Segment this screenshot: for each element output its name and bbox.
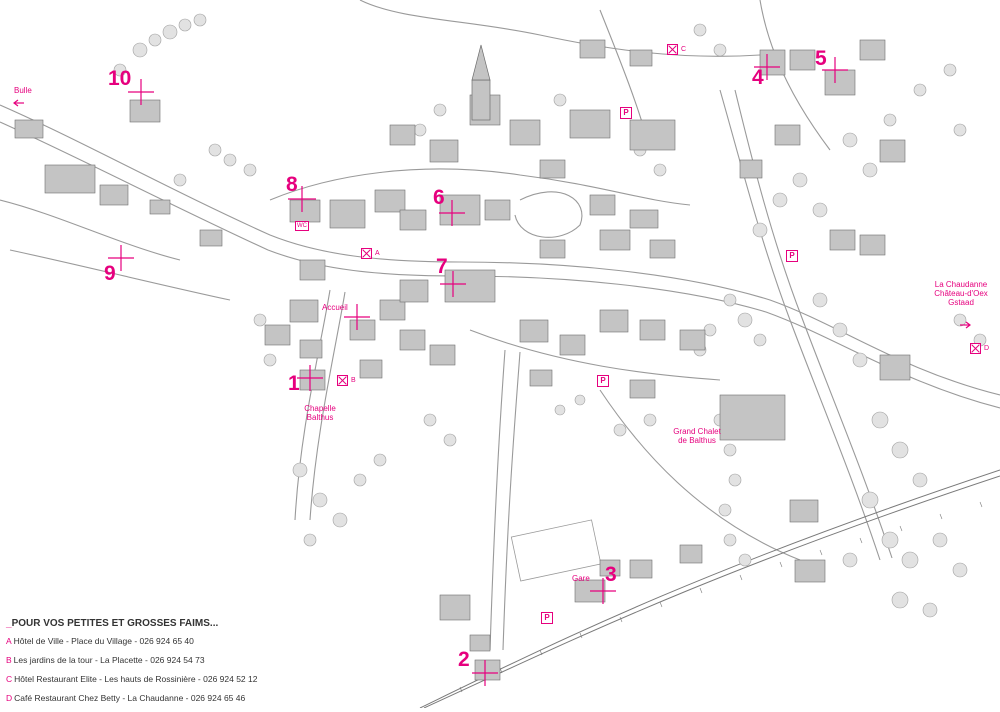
legend-text: Hôtel de Ville - Place du Village - 026 …	[13, 636, 194, 646]
label-la-chaudanne: La Chaudanne Château-d'Oex Gstaad	[926, 280, 996, 308]
restaurant-a-icon[interactable]	[361, 248, 372, 259]
church	[471, 44, 491, 121]
marker-3[interactable]: 3	[605, 563, 617, 586]
label-gare: Gare	[572, 574, 590, 583]
restaurant-d-letter: D	[984, 345, 990, 352]
marker-crosshairs	[13, 54, 971, 686]
marker-2[interactable]: 2	[458, 648, 470, 671]
restaurant-d-icon[interactable]	[970, 343, 981, 354]
label-grand-chalet-line1: Grand Chalet	[673, 427, 721, 436]
marker-1[interactable]: 1	[288, 372, 300, 395]
legend-text: Café Restaurant Chez Betty - La Chaudann…	[14, 693, 246, 703]
label-bulle: Bulle	[14, 86, 32, 95]
wc-sign: WC	[295, 221, 309, 231]
label-grand-chalet: Grand Chalet de Balthus	[666, 427, 728, 445]
marker-7[interactable]: 7	[436, 255, 448, 278]
buildings	[14, 39, 911, 681]
label-chaudanne-line1: La Chaudanne	[934, 280, 988, 289]
parking-sign: P	[786, 250, 798, 262]
legend-text: Les jardins de la tour - La Placette - 0…	[13, 655, 205, 665]
marker-4[interactable]: 4	[752, 66, 764, 89]
legend-text: Hôtel Restaurant Elite - Les hauts de Ro…	[14, 674, 258, 684]
marker-6[interactable]: 6	[433, 186, 445, 209]
label-chapelle-line1: Chapelle	[304, 404, 336, 413]
sports-field	[510, 519, 602, 582]
parking-sign: P	[620, 107, 632, 119]
legend-letter: A	[6, 636, 12, 646]
restaurant-b-icon[interactable]	[337, 375, 348, 386]
railway	[419, 469, 1000, 708]
marker-9[interactable]: 9	[104, 262, 116, 285]
legend-title-text: POUR VOS PETITES ET GROSSES FAIMS...	[11, 618, 219, 629]
legend-title: _POUR VOS PETITES ET GROSSES FAIMS...	[6, 618, 219, 629]
label-chaudanne-line3: Gstaad	[948, 298, 974, 308]
legend-letter: D	[6, 693, 13, 703]
label-chapelle: Chapelle Balthus	[300, 404, 340, 422]
marker-5[interactable]: 5	[815, 47, 827, 70]
restaurant-b-letter: B	[351, 377, 356, 384]
marker-8[interactable]: 8	[286, 173, 298, 196]
parking-sign: P	[541, 612, 553, 624]
label-accueil: Accueil	[322, 303, 348, 312]
label-grand-chalet-line2: de Balthus	[678, 436, 716, 446]
label-chaudanne-line2: Château-d'Oex	[934, 289, 988, 299]
marker-10[interactable]: 10	[108, 67, 132, 90]
restaurant-c-icon[interactable]	[667, 44, 678, 55]
parking-sign: P	[597, 375, 609, 387]
restaurant-c-letter: C	[681, 46, 687, 53]
legend-letter: B	[6, 655, 12, 665]
legend-letter: C	[6, 674, 13, 684]
label-chapelle-line2: Balthus	[306, 413, 334, 423]
restaurant-a-letter: A	[375, 250, 380, 257]
